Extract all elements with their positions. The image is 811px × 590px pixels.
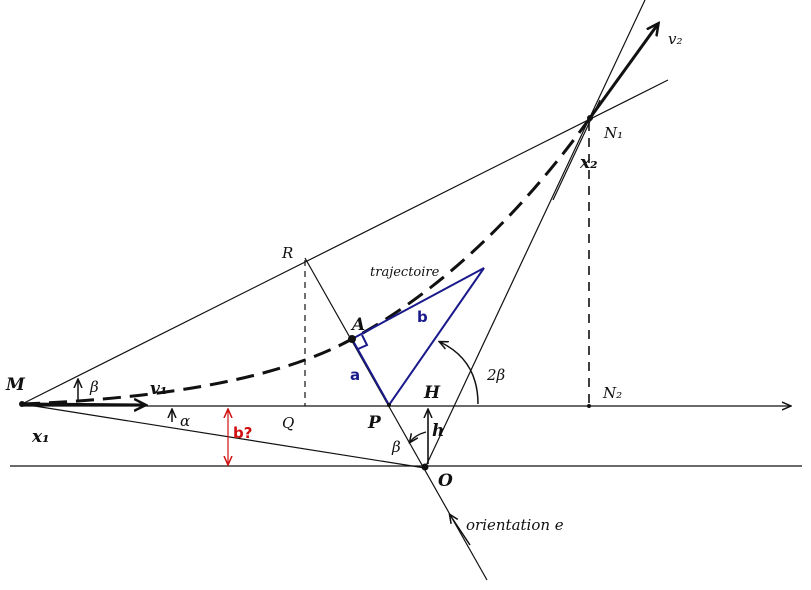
label-trajectory: trajectoire: [370, 265, 440, 280]
label-Q: Q: [282, 414, 294, 432]
label-N2: N₂: [602, 384, 622, 402]
label-H: H: [423, 383, 441, 403]
label-alpha: α: [180, 412, 190, 430]
label-beta-bottom: β: [391, 438, 401, 456]
label-O: O: [438, 471, 453, 491]
label-b-unknown: b?: [233, 424, 252, 442]
v1-vector: [21, 404, 145, 405]
label-x2: x₂: [579, 153, 598, 173]
angle-beta-bottom-arc: [410, 431, 427, 442]
line-R-O-orientation: [304, 257, 488, 581]
label-N1: N₁: [603, 124, 623, 142]
label-h: h: [432, 421, 444, 441]
label-R: R: [281, 244, 293, 262]
label-x1: x₁: [31, 427, 50, 447]
line-M-O: [21, 403, 426, 469]
points: [19, 115, 593, 471]
label-M: M: [5, 375, 26, 395]
label-b: b: [417, 308, 428, 326]
label-orientation: orientation e: [466, 516, 564, 534]
line-O-N1: [424, 0, 646, 469]
label-P: P: [367, 413, 382, 433]
label-v2: v₂: [668, 30, 683, 48]
label-a: a: [350, 366, 360, 384]
label-beta-top: β: [89, 378, 99, 396]
angle-2beta-arc: [440, 342, 479, 405]
line-M-N1: [21, 79, 669, 405]
label-2beta: 2β: [486, 366, 506, 384]
v2-vector: [588, 24, 658, 119]
label-v1: v₁: [150, 379, 167, 399]
orientation-arrow: [450, 515, 471, 546]
label-A: A: [350, 315, 365, 335]
blue-triangle: [350, 267, 485, 407]
